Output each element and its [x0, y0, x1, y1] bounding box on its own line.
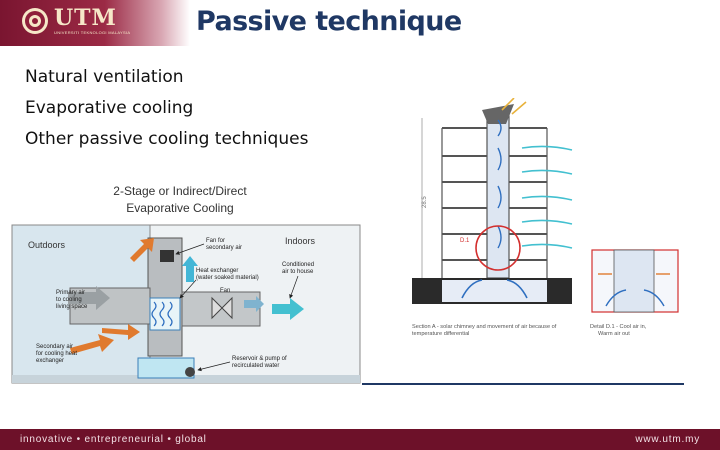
- cool-air-inflow-arrows: [521, 145, 573, 249]
- fan-label: Fan: [220, 288, 230, 294]
- detail-marker: D.1: [460, 238, 470, 244]
- utm-crest-icon: [22, 8, 48, 34]
- solar-chimney-shaft: [486, 115, 510, 279]
- sun-rays: [501, 98, 527, 115]
- divider-line: [362, 383, 684, 385]
- conditioned-air-arrow: [272, 298, 304, 320]
- conditioned-air-label: Conditioned air to house: [282, 262, 316, 275]
- section-caption: Section A - solar chimney and movement o…: [412, 324, 558, 337]
- basement-air-arrows: [461, 279, 528, 299]
- heat-exchanger-coils: [151, 301, 173, 327]
- ground-strip: [12, 375, 360, 383]
- detail-highlight-circle: [475, 225, 521, 271]
- evap-title-line2: Evaporative Cooling: [126, 201, 233, 215]
- indoors-label: Indoors: [285, 236, 316, 246]
- heat-exchanger-label: Heat exchanger (water soaked material): [196, 268, 259, 281]
- slide-title: Passive technique: [196, 6, 462, 37]
- primary-air-arrow: [68, 286, 110, 310]
- chimney-cap: [482, 104, 514, 124]
- secondary-fan-box: [160, 250, 174, 262]
- water-reservoir: [137, 357, 195, 379]
- cool-air-up-arrow: [182, 256, 198, 282]
- bullet-item: Other passive cooling techniques: [25, 129, 309, 149]
- inner-air-arrow: [244, 296, 264, 312]
- detail-caption: Detail D.1 - Cool air in, Warm air out: [590, 324, 648, 337]
- pump-icon: [185, 367, 195, 377]
- exhaust-air-arrow: [130, 238, 154, 262]
- evaporative-cooling-diagram: 2-Stage or Indirect/Direct Evaporative C…: [11, 184, 361, 384]
- evap-title-line1: 2-Stage or Indirect/Direct: [113, 184, 247, 198]
- reservoir-label: Reservoir & pump of recirculated water: [232, 356, 288, 369]
- footer-bar: innovative • entrepreneurial • global ww…: [0, 429, 720, 450]
- dimension-label: 28.5: [422, 196, 428, 208]
- fan-secondary-label: Fan for secondary air: [206, 238, 242, 251]
- secondary-air-label: Secondary air for cooling heat exchanger: [36, 344, 79, 364]
- secondary-air-arrow-2: [102, 324, 140, 340]
- logo-text: UTM: [54, 5, 117, 31]
- bullet-item: Natural ventilation: [25, 67, 184, 87]
- outdoors-label: Outdoors: [28, 240, 66, 250]
- solar-chimney-diagram: 28.5 D.1: [412, 98, 679, 337]
- logo-subtext: UNIVERSITI TEKNOLOGI MALAYSIA: [54, 30, 131, 35]
- utm-logo: UTM UNIVERSITI TEKNOLOGI MALAYSIA: [20, 6, 130, 36]
- primary-air-label: Primary air to cooling living space: [56, 290, 88, 310]
- bullet-item: Evaporative cooling: [25, 98, 194, 118]
- warm-air-up-arrows: [497, 119, 502, 249]
- bullet-list: Natural ventilation Evaporative cooling …: [25, 62, 308, 155]
- secondary-air-arrow: [70, 334, 114, 354]
- fan-icon: [211, 296, 233, 320]
- footer-tagline: innovative • entrepreneurial • global: [20, 434, 207, 445]
- detail-arrows: [598, 273, 670, 307]
- basement-air-space: [442, 280, 547, 302]
- footer-url[interactable]: www.utm.my: [635, 434, 700, 445]
